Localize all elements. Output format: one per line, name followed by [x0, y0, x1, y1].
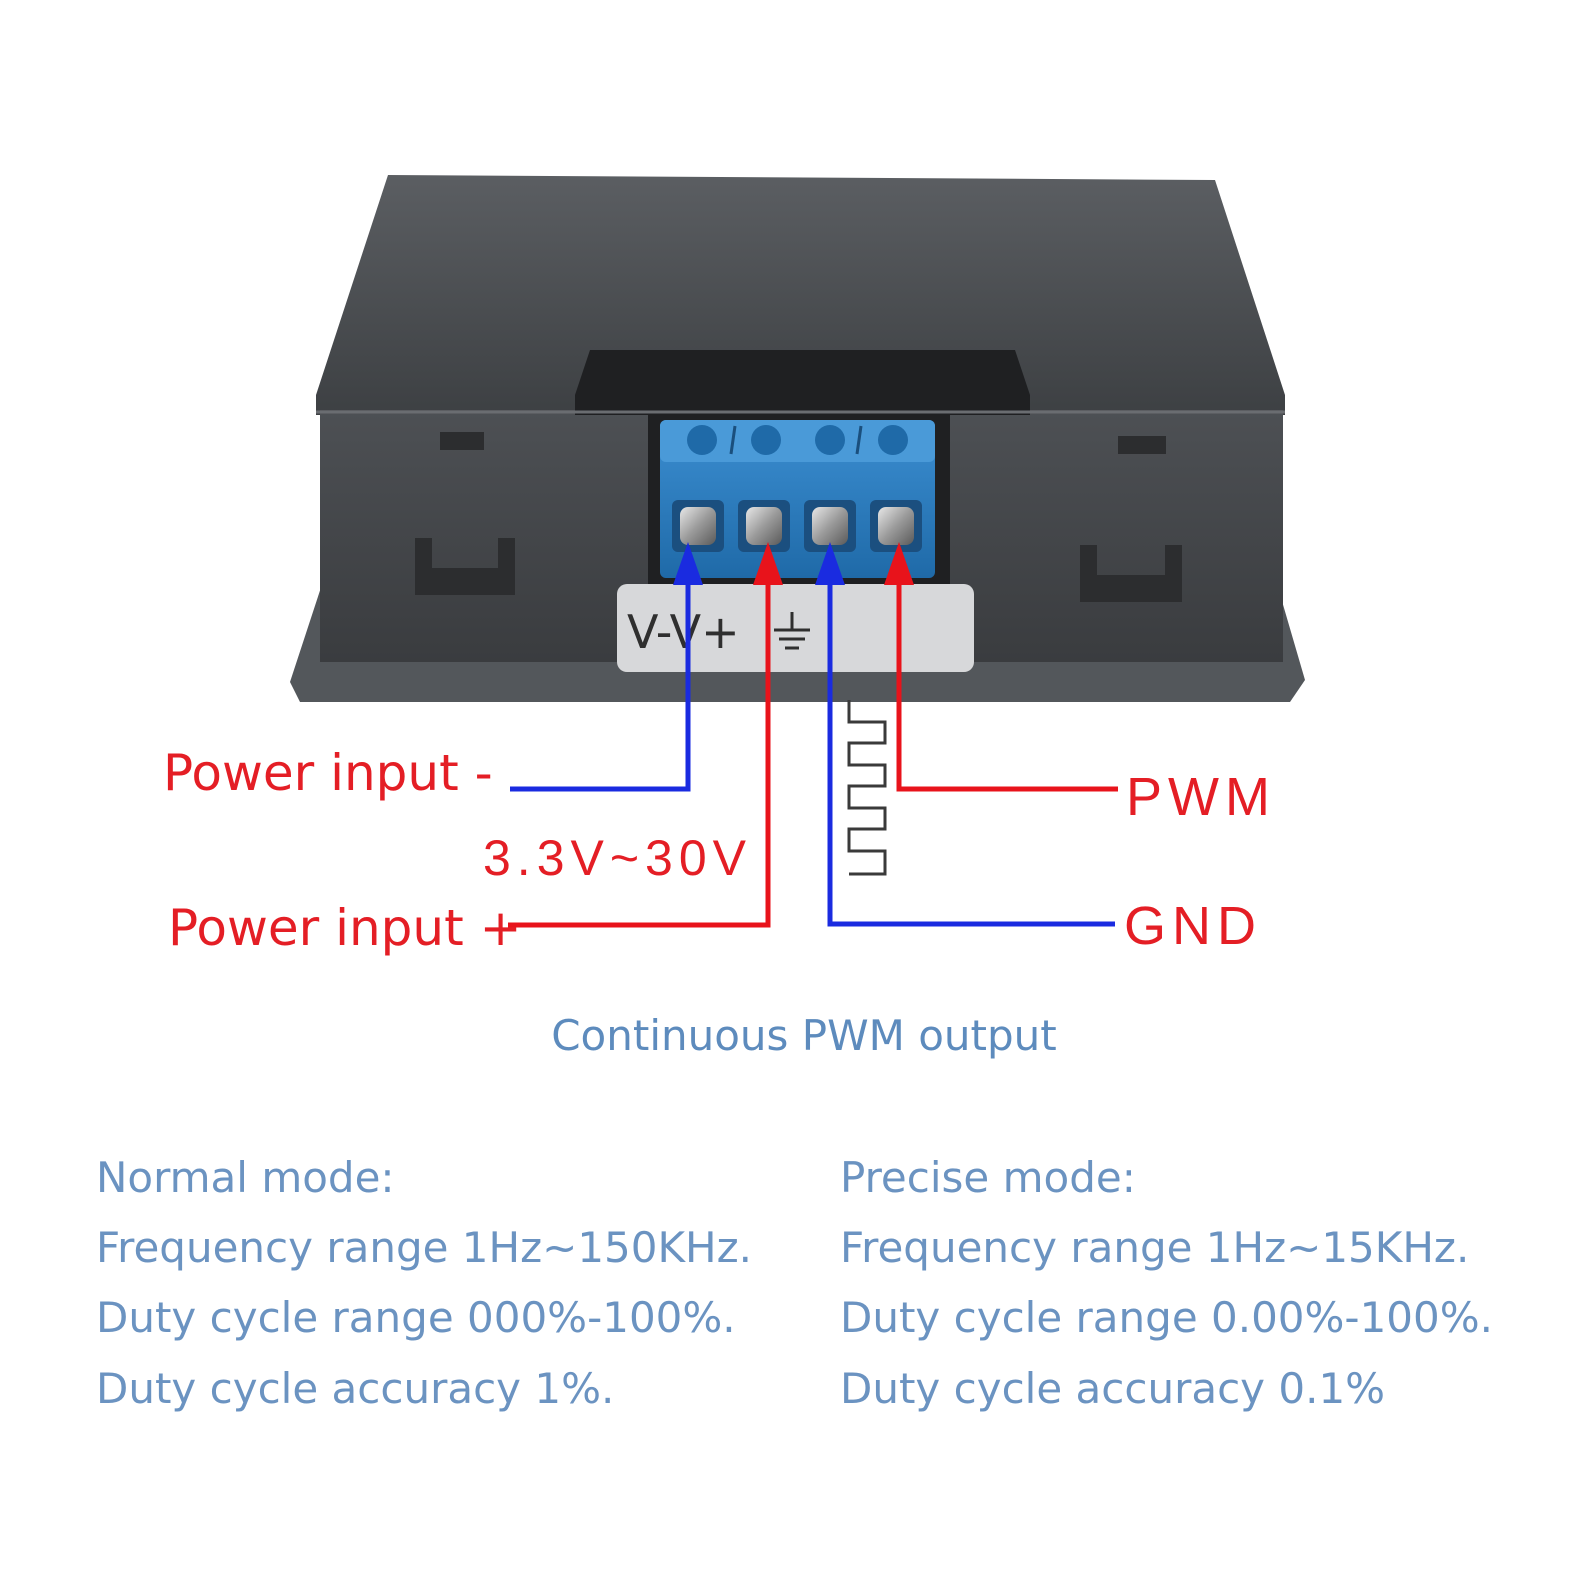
precise-mode-frequency: Frequency range 1Hz~15KHz. [840, 1223, 1469, 1272]
ground-symbol-icon [774, 612, 810, 650]
label-power-plus: Power input + [168, 899, 521, 957]
terminal-clamp-4 [878, 507, 914, 545]
case-front-left [320, 410, 648, 662]
wire-gnd [827, 556, 1115, 927]
terminal-clamp-3 [812, 507, 848, 545]
label-pwm: PWM [1126, 767, 1276, 827]
terminal-label-plate [617, 584, 974, 672]
case-clip-left-top [440, 432, 484, 450]
arrow-pwm-icon [884, 542, 914, 585]
case-clip-left [415, 538, 515, 595]
arrow-gnd-icon [815, 542, 845, 585]
normal-mode-accuracy: Duty cycle accuracy 1%. [96, 1364, 614, 1413]
pwm-module-device: V-V+ [290, 175, 1305, 702]
arrow-power-minus-icon [673, 542, 703, 585]
label-voltage-range: 3.3V~30V [483, 830, 752, 886]
normal-mode-title: Normal mode: [96, 1153, 395, 1202]
wires [508, 542, 1118, 928]
wire-power-minus [510, 556, 691, 792]
terminal-silkscreen-text: V-V+ [627, 605, 740, 659]
precise-mode-accuracy: Duty cycle accuracy 0.1% [840, 1364, 1385, 1413]
wire-power-plus [508, 556, 771, 928]
square-wave-icon [847, 700, 887, 876]
normal-mode-duty-range: Duty cycle range 000%-100%. [96, 1293, 736, 1342]
case-clip-right [1080, 545, 1182, 602]
precise-mode-title: Precise mode: [840, 1153, 1136, 1202]
precise-mode-specs: Precise mode: Frequency range 1Hz~15KHz.… [840, 1153, 1493, 1413]
normal-mode-frequency: Frequency range 1Hz~150KHz. [96, 1223, 752, 1272]
normal-mode-specs: Normal mode: Frequency range 1Hz~150KHz.… [96, 1153, 752, 1413]
label-gnd: GND [1124, 896, 1262, 956]
caption-continuous-pwm: Continuous PWM output [551, 1011, 1057, 1060]
case-top [316, 175, 1285, 415]
terminal-clamp-1 [680, 507, 716, 545]
terminal-block [660, 420, 935, 578]
terminal-clamp-2 [746, 507, 782, 545]
arrow-power-plus-icon [753, 542, 783, 585]
terminal-screw-1 [687, 425, 717, 455]
precise-mode-duty-range: Duty cycle range 0.00%-100%. [840, 1293, 1493, 1342]
case-front-right [950, 410, 1283, 662]
wire-pwm [896, 556, 1118, 792]
label-power-minus: Power input - [163, 744, 493, 802]
case-clip-right-top [1118, 436, 1166, 454]
